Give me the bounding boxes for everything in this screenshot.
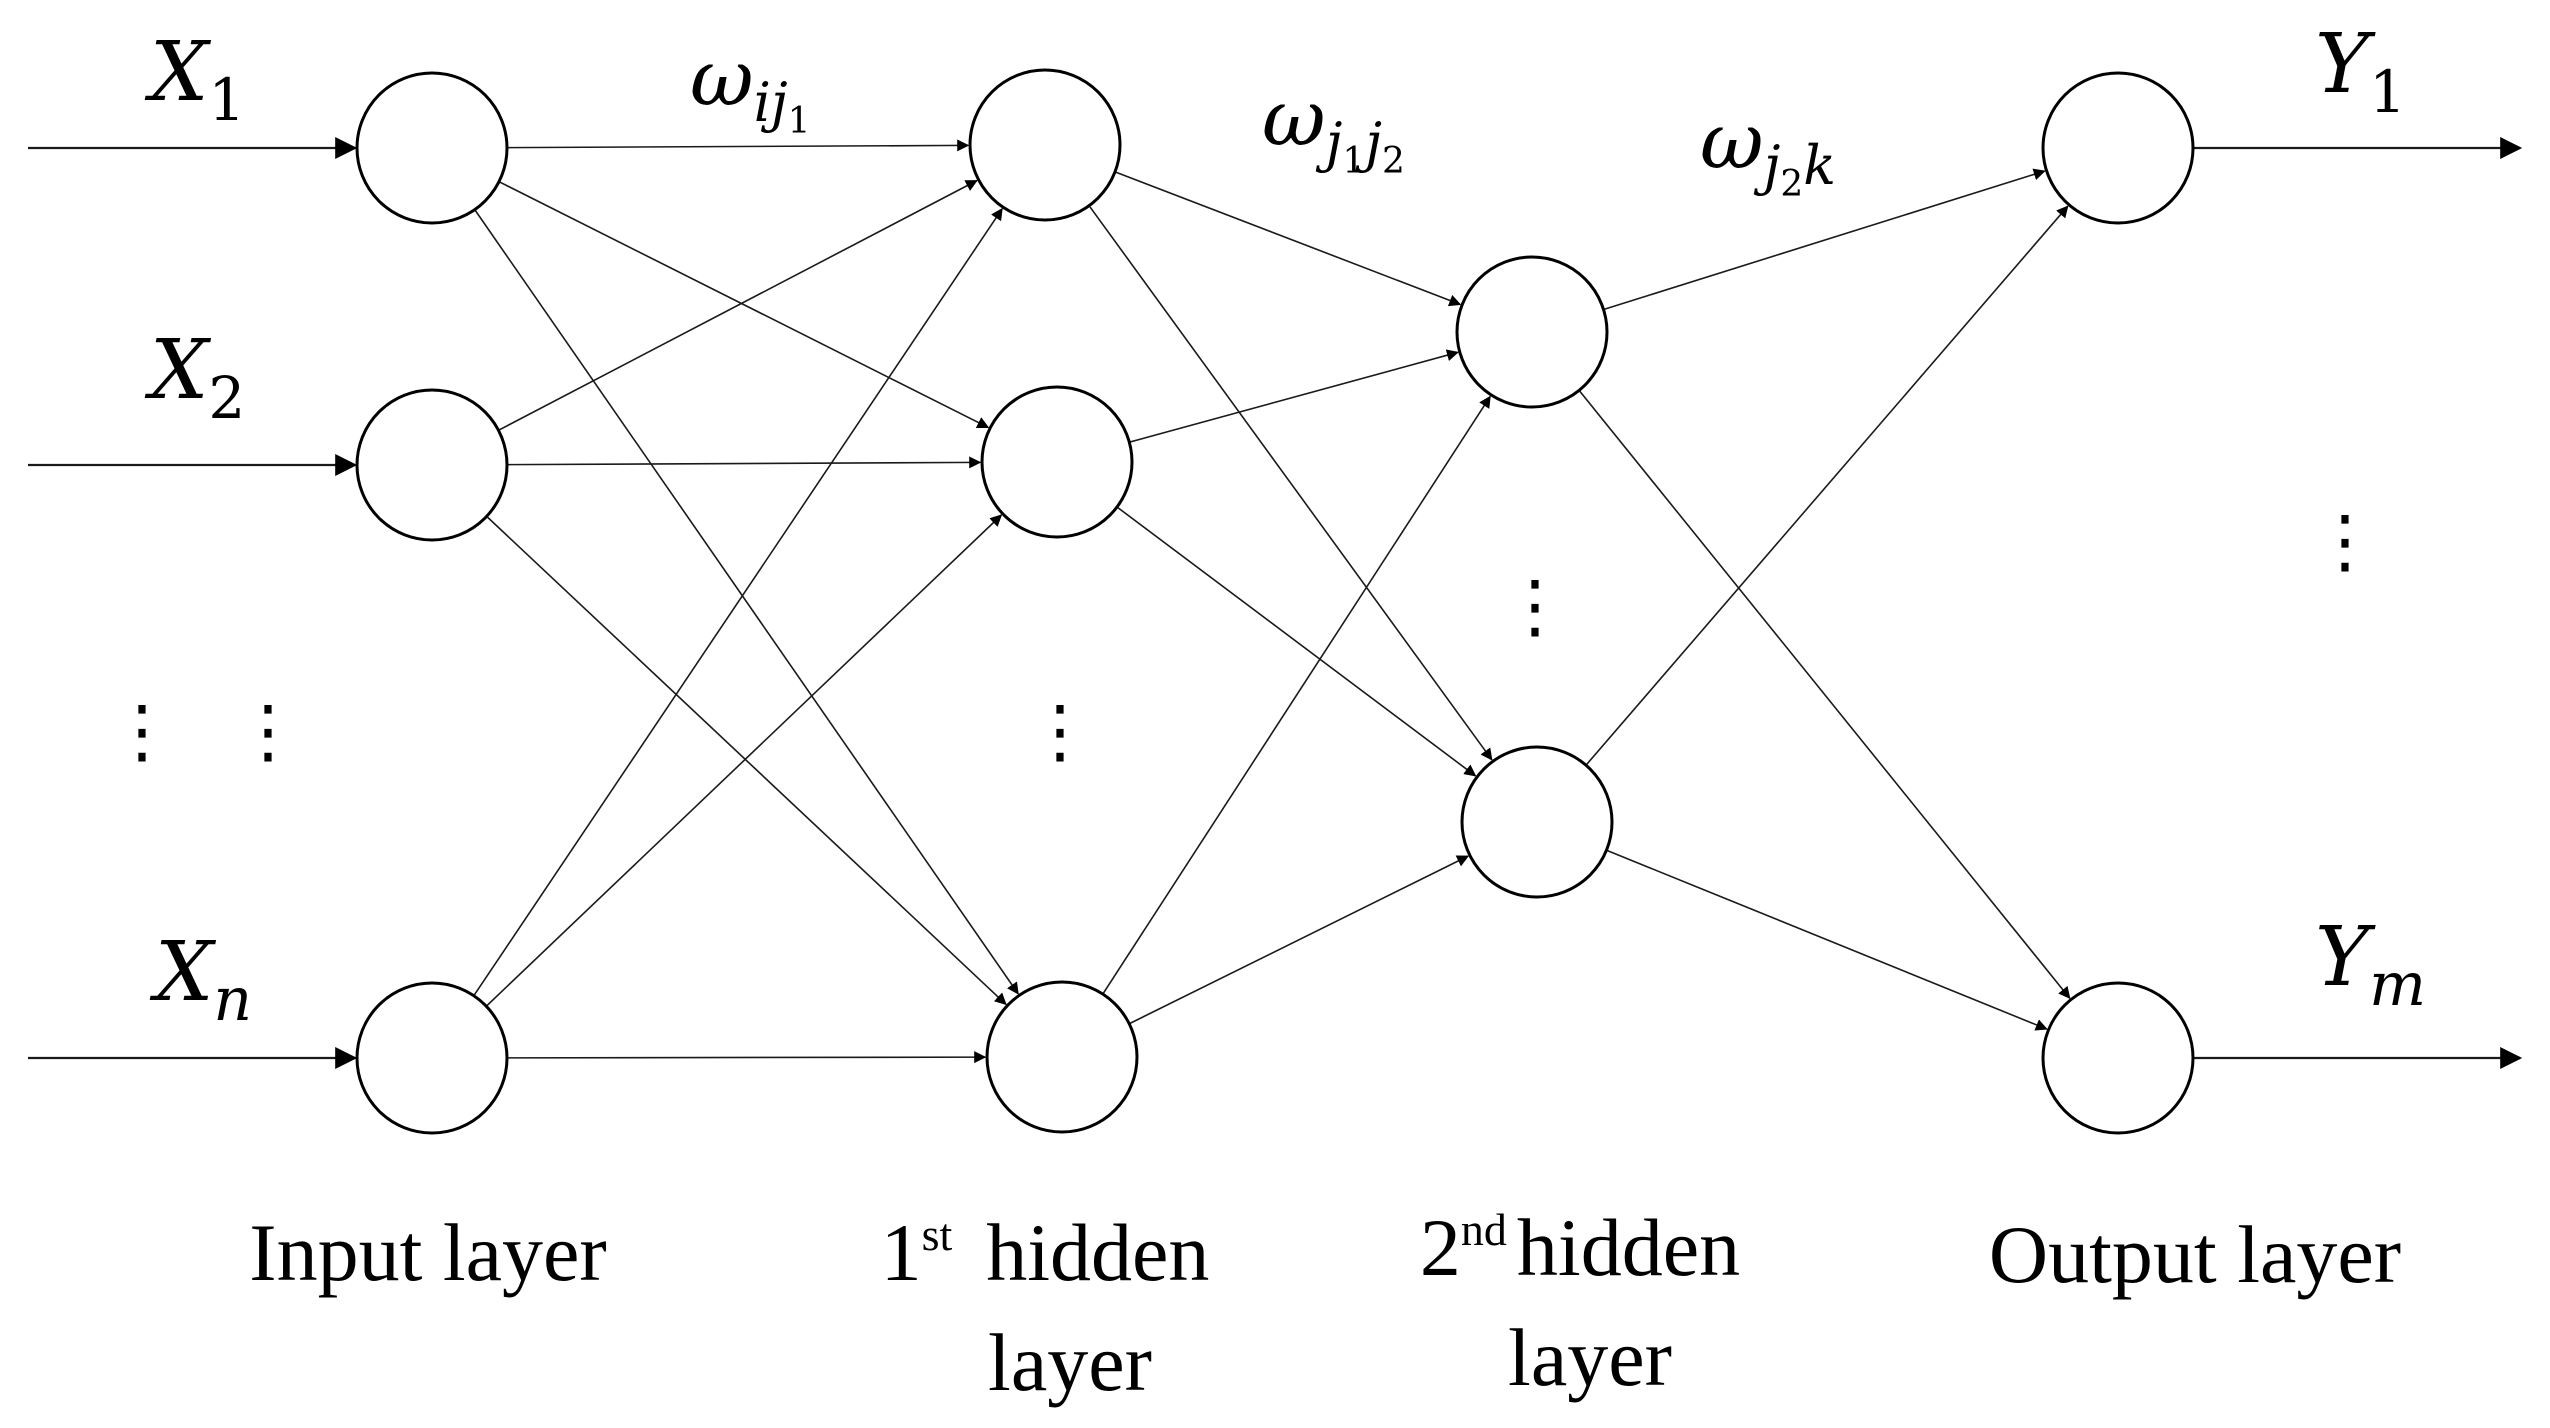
edge-hidden2-0-to-output-1 xyxy=(1578,389,2071,1000)
hidden1-ellipsis: ⋮ xyxy=(1025,690,1095,772)
edge-input-2-to-hidden1-2 xyxy=(506,1051,987,1064)
edge-input-2-to-hidden1-0 xyxy=(473,207,1003,997)
weight-label-hidden1-hidden2: ωj1j2 xyxy=(1262,74,1405,182)
weight-label-input-hidden1: ωij1 xyxy=(690,34,811,142)
hidden2-ellipsis: ⋮ xyxy=(1500,565,1570,647)
output-label-ym: Ym xyxy=(2315,910,2426,1020)
neuron-hidden1-2 xyxy=(985,980,1139,1134)
caption-output-layer: Output layer xyxy=(1989,1209,2401,1300)
edge-input-0-to-hidden1-1 xyxy=(498,180,990,429)
neuron-input-1 xyxy=(355,388,509,542)
neuron-hidden1-1 xyxy=(980,385,1134,539)
neuron-output-0 xyxy=(2041,71,2195,225)
edge-hidden1-0-to-hidden2-0 xyxy=(1114,171,1462,307)
edge-hidden2-1-to-output-1 xyxy=(1606,849,2048,1031)
edge-hidden2-0-to-output-0 xyxy=(1603,168,2046,311)
input-label-xn: Xn xyxy=(149,925,252,1035)
edge-input-0-to-hidden1-2 xyxy=(474,209,1019,995)
edge-input-1-to-hidden1-0 xyxy=(498,179,978,432)
neuron-output-1 xyxy=(2041,981,2195,1135)
neuron-input-2 xyxy=(355,981,509,1135)
input-output-lines xyxy=(28,137,2523,1069)
caption-input-layer: Input layer xyxy=(249,1207,606,1298)
output-label-y1: Y1 xyxy=(2315,17,2406,126)
output-ellipsis: ⋮ xyxy=(2310,500,2380,582)
connections xyxy=(473,139,2071,1064)
edge-hidden1-0-to-hidden2-1 xyxy=(1088,205,1493,761)
edge-input-1-to-hidden1-2 xyxy=(486,515,1007,1006)
edge-input-0-to-hidden1-0 xyxy=(506,139,970,152)
neurons xyxy=(355,68,2195,1135)
neuron-hidden2-0 xyxy=(1455,255,1609,409)
edge-hidden1-2-to-hidden2-0 xyxy=(1102,395,1491,995)
edge-input-2-to-hidden1-1 xyxy=(485,514,1003,1007)
neuron-hidden1-0 xyxy=(968,68,1122,222)
input-label-x1: X1 xyxy=(144,25,245,134)
input-label-x2: X2 xyxy=(144,323,245,432)
caption-hidden2-line2: layer xyxy=(1508,1312,1672,1403)
edge-hidden1-1-to-hidden2-0 xyxy=(1129,349,1459,443)
edge-input-1-to-hidden1-1 xyxy=(506,456,982,469)
edge-hidden1-1-to-hidden2-1 xyxy=(1116,506,1477,777)
input-ellipsis-left: ⋮ xyxy=(107,690,177,772)
caption-hidden1-line2: layer xyxy=(988,1317,1152,1408)
neuron-hidden2-1 xyxy=(1460,745,1614,899)
neuron-input-0 xyxy=(355,71,509,225)
input-ellipsis-right: ⋮ xyxy=(233,690,303,772)
edge-hidden1-2-to-hidden2-1 xyxy=(1128,855,1470,1025)
edge-hidden2-1-to-output-0 xyxy=(1585,205,2069,766)
weight-label-hidden2-output: ωj2k xyxy=(1700,97,1836,205)
